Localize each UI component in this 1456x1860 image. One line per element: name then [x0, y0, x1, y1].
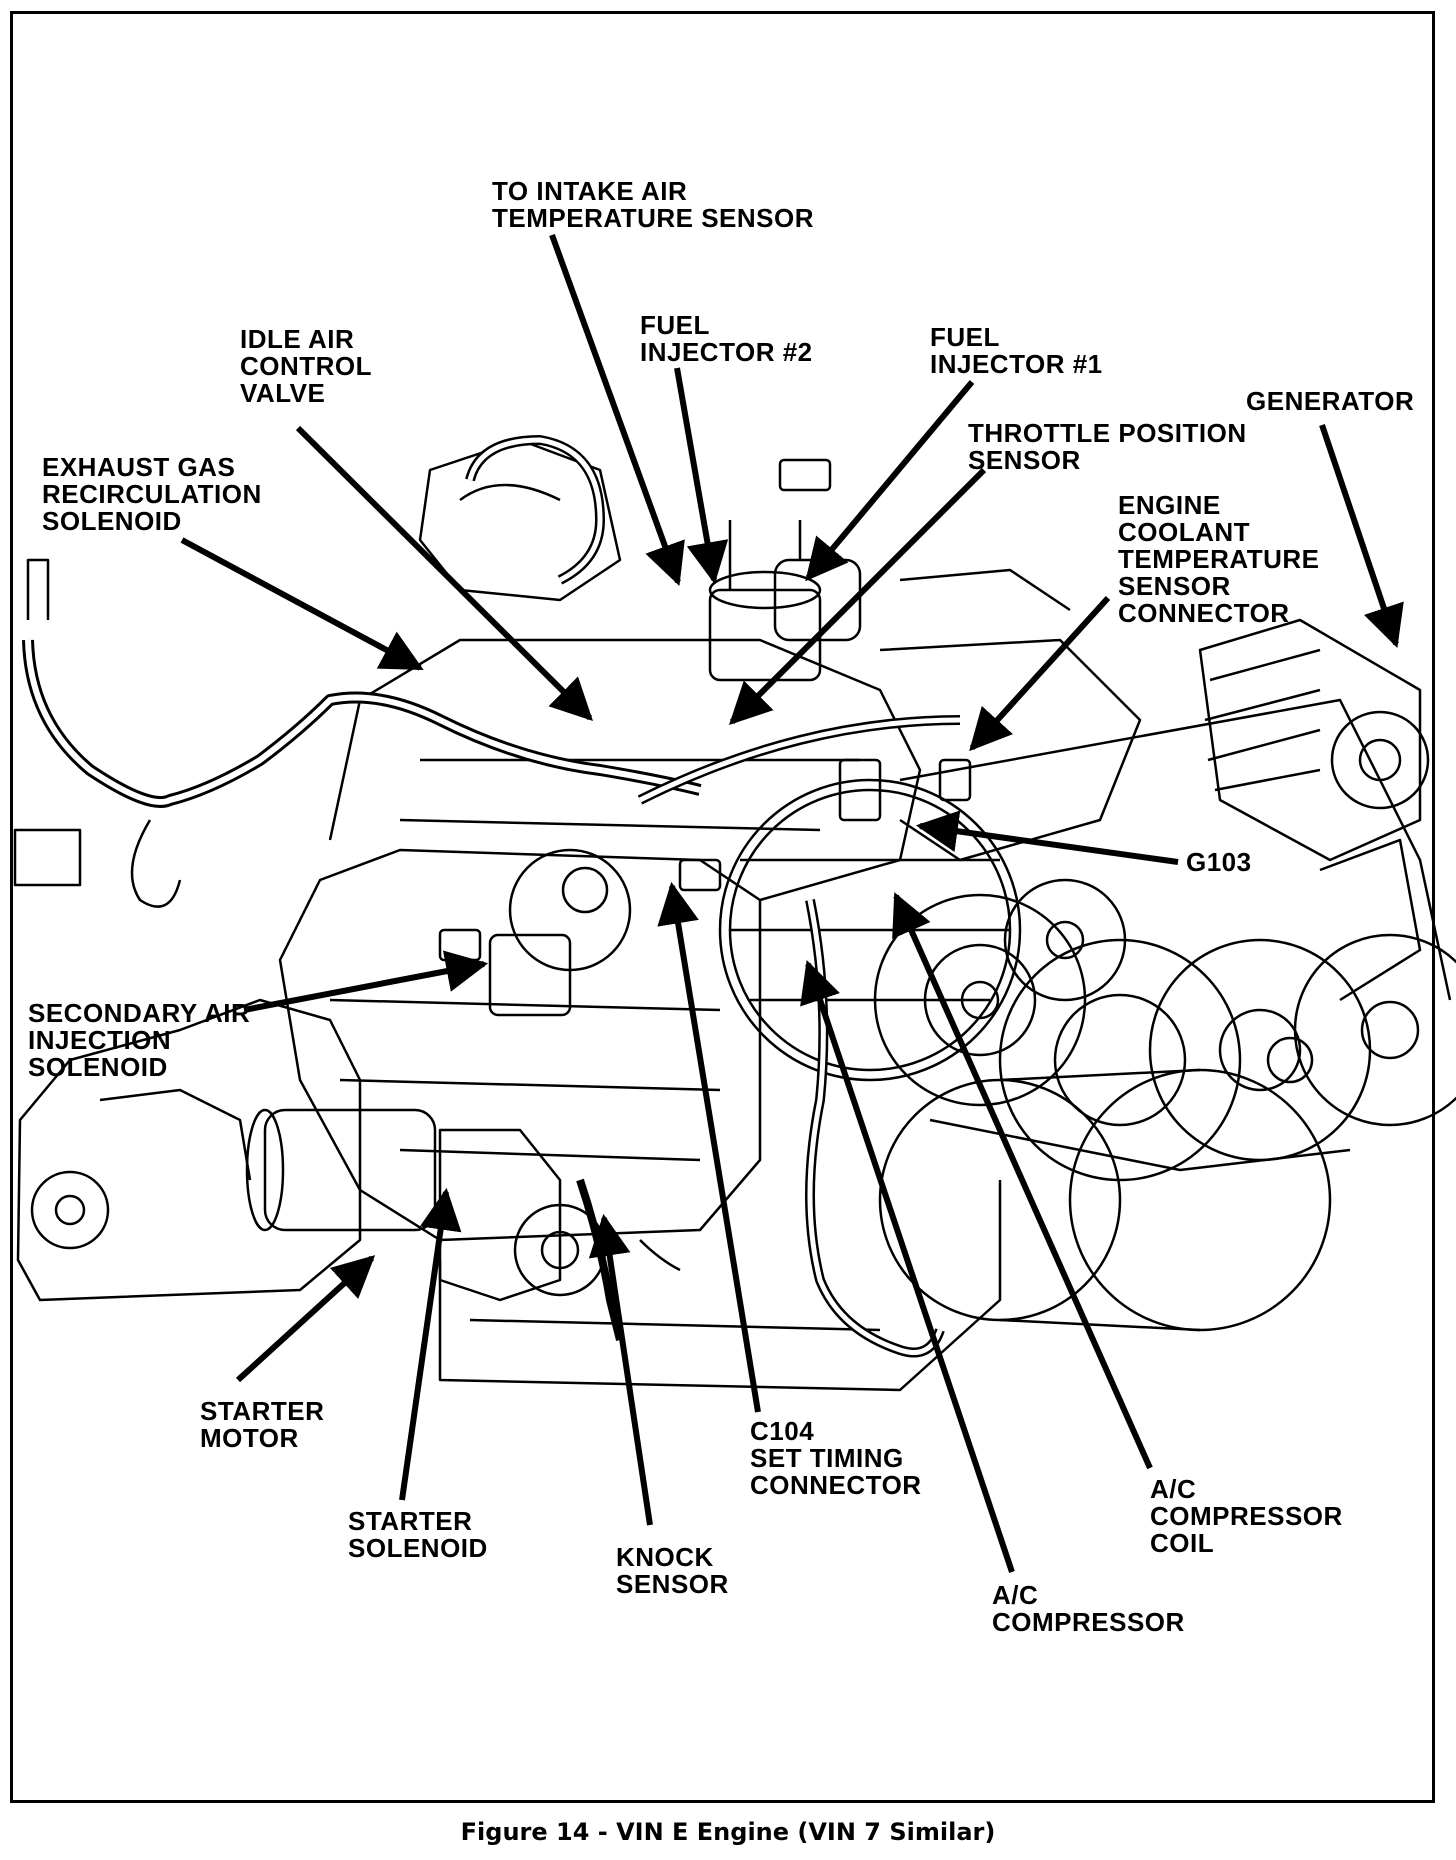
arrow-generator	[1319, 424, 1404, 648]
arrow-secondary-air	[243, 950, 489, 1013]
label-fuel-injector-2: FUEL INJECTOR #2	[640, 310, 813, 367]
label-starter-motor: STARTER MOTOR	[200, 1396, 325, 1453]
label-throttle-position-sensor: THROTTLE POSITION SENSOR	[968, 418, 1247, 475]
arrow-ac-coil	[892, 892, 1153, 1470]
label-intake-air-temperature-sensor: TO INTAKE AIR TEMPERATURE SENSOR	[492, 176, 814, 233]
label-coolant-temperature-sensor-connector: ENGINE COOLANT TEMPERATURE SENSOR CONNEC…	[1118, 490, 1320, 628]
label-ac-compressor: A/C COMPRESSOR	[992, 1580, 1185, 1637]
arrow-ac-compressor	[800, 960, 1015, 1573]
arrow-idle-air-control	[295, 425, 593, 721]
label-egr-solenoid: EXHAUST GAS RECIRCULATION SOLENOID	[42, 452, 262, 536]
label-idle-air-control-valve: IDLE AIR CONTROL VALVE	[240, 324, 373, 408]
label-c104-set-timing-connector: C104 SET TIMING CONNECTOR	[750, 1416, 922, 1500]
leader-arrows	[180, 233, 1404, 1573]
arrow-c104	[657, 881, 761, 1413]
arrow-fuel-injector-2	[674, 367, 729, 585]
figure-caption: Figure 14 - VIN E Engine (VIN 7 Similar)	[460, 1818, 996, 1846]
label-secondary-air-injection-solenoid: SECONDARY AIR INJECTION SOLENOID	[28, 998, 251, 1082]
arrow-starter-solenoid	[399, 1187, 462, 1501]
arrow-fuel-injector-1	[805, 380, 975, 582]
label-generator: GENERATOR	[1246, 386, 1415, 416]
label-starter-solenoid: STARTER SOLENOID	[348, 1506, 488, 1563]
arrow-g103	[915, 810, 1179, 865]
arrow-starter-motor	[235, 1255, 376, 1383]
arrow-coolant-temp	[969, 595, 1111, 752]
arrow-intake-air-temp	[549, 233, 685, 586]
arrow-throttle-position	[729, 467, 987, 725]
label-ac-compressor-coil: A/C COMPRESSOR COIL	[1150, 1474, 1343, 1558]
label-knock-sensor: KNOCK SENSOR	[616, 1542, 729, 1599]
figure-frame	[10, 11, 1435, 1803]
arrow-egr-solenoid	[180, 537, 424, 671]
label-fuel-injector-1: FUEL INJECTOR #1	[930, 322, 1103, 379]
label-g103: G103	[1186, 847, 1252, 877]
arrow-knock-sensor	[588, 1213, 653, 1526]
